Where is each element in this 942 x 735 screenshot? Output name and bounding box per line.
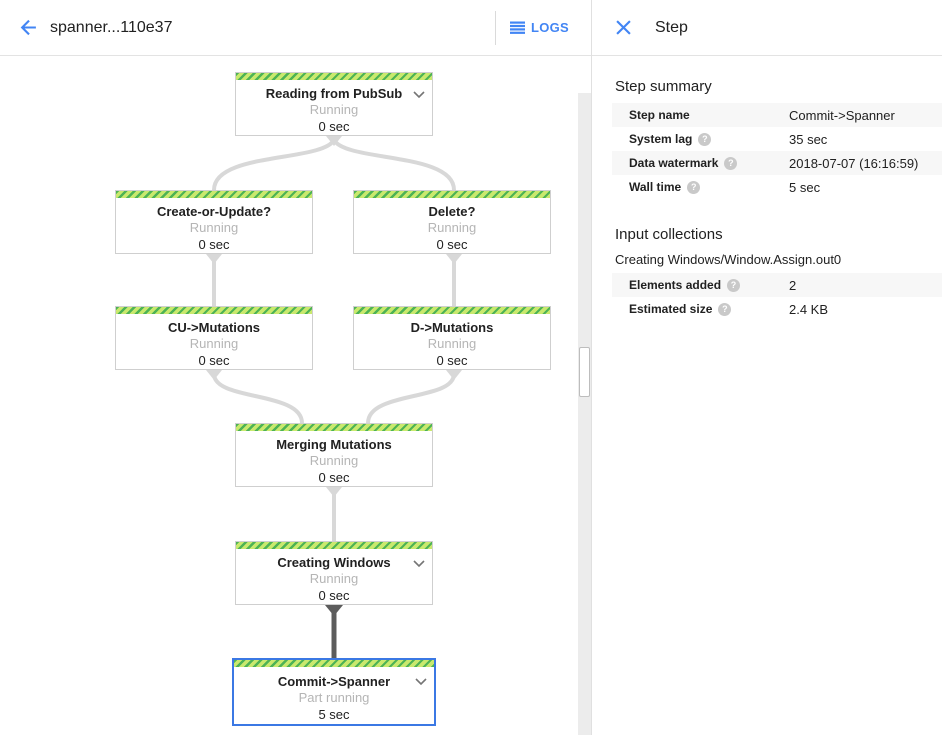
row-value: 2018-07-07 (16:16:59) <box>789 155 919 171</box>
running-stripe <box>354 191 550 198</box>
node-time: 0 sec <box>318 119 350 134</box>
topbar-divider <box>494 10 496 45</box>
back-button[interactable] <box>16 16 40 40</box>
table-row: System lag 35 sec <box>612 127 942 151</box>
row-label: Wall time <box>629 180 789 194</box>
node-time: 0 sec <box>436 353 468 368</box>
node-time: 5 sec <box>318 707 350 722</box>
row-label: Estimated size <box>629 302 789 316</box>
chevron-down-icon[interactable] <box>413 86 425 99</box>
edge-cumutations-to-merging <box>212 373 304 424</box>
table-row: Estimated size 2.4 KB <box>612 297 942 321</box>
logs-button[interactable]: LOGS <box>496 10 591 46</box>
input-collections-heading: Input collections <box>615 226 723 243</box>
node-delete[interactable]: Delete? Running 0 sec <box>353 190 551 254</box>
edge-reading-to-delete <box>332 138 456 191</box>
node-status: Running <box>309 453 359 468</box>
panel-header: Step <box>592 0 942 56</box>
help-icon[interactable] <box>727 278 741 292</box>
running-stripe <box>354 307 550 314</box>
node-title: Create-or-Update? <box>156 204 272 219</box>
node-status: Running <box>189 336 239 351</box>
running-stripe <box>236 424 432 431</box>
collection-name: Creating Windows/Window.Assign.out0 <box>615 252 842 267</box>
close-icon <box>615 20 631 35</box>
help-icon[interactable] <box>718 302 732 316</box>
node-title: CU->Mutations <box>167 320 261 335</box>
node-d-mutations[interactable]: D->Mutations Running 0 sec <box>353 306 551 370</box>
node-title: Commit->Spanner <box>277 674 391 689</box>
node-time: 0 sec <box>198 237 230 252</box>
node-cu-mutations[interactable]: CU->Mutations Running 0 sec <box>115 306 313 370</box>
running-stripe <box>116 191 312 198</box>
panel-title: Step <box>655 18 688 36</box>
node-time: 0 sec <box>318 588 350 603</box>
running-stripe <box>234 660 434 667</box>
back-arrow-icon <box>20 19 36 36</box>
node-commit-spanner[interactable]: Commit->Spanner Part running 5 sec <box>232 658 436 726</box>
node-status: Running <box>309 571 359 586</box>
node-status: Running <box>189 220 239 235</box>
step-details-panel: Step Step summary Step name Commit->Span… <box>591 0 942 735</box>
table-row: Elements added 2 <box>612 273 942 297</box>
node-create-or-update[interactable]: Create-or-Update? Running 0 sec <box>115 190 313 254</box>
step-summary-table: Step name Commit->Spanner System lag 35 … <box>612 103 942 199</box>
node-time: 0 sec <box>198 353 230 368</box>
edge-reading-to-create <box>212 138 336 191</box>
node-creating-windows[interactable]: Creating Windows Running 0 sec <box>235 541 433 605</box>
graph-scrollbar[interactable] <box>578 93 591 735</box>
node-title: Reading from PubSub <box>265 86 403 101</box>
topbar: spanner...110e37 LOGS <box>0 0 591 56</box>
row-label: Step name <box>629 108 690 122</box>
input-collections-table: Elements added 2 Estimated size 2.4 KB <box>612 273 942 321</box>
graph-edges <box>206 136 462 658</box>
node-title: Creating Windows <box>277 555 391 570</box>
logs-button-label: LOGS <box>530 20 569 35</box>
row-value: 35 sec <box>789 131 828 147</box>
close-panel-button[interactable] <box>611 16 635 40</box>
node-title: Merging Mutations <box>276 437 392 452</box>
logs-list-icon <box>509 21 525 34</box>
node-time: 0 sec <box>318 470 350 485</box>
scrollbar-thumb[interactable] <box>579 347 590 397</box>
chevron-down-icon[interactable] <box>413 555 425 568</box>
running-stripe <box>236 542 432 549</box>
node-time: 0 sec <box>436 237 468 252</box>
row-value: Commit->Spanner <box>789 107 895 123</box>
running-stripe <box>236 73 432 80</box>
row-label: Data watermark <box>629 156 789 170</box>
node-title: Delete? <box>428 204 476 219</box>
panel-body: Step summary Step name Commit->Spanner S… <box>592 56 942 321</box>
help-icon[interactable] <box>687 180 701 194</box>
node-status: Running <box>309 102 359 117</box>
node-status: Running <box>427 220 477 235</box>
help-icon[interactable] <box>698 132 712 146</box>
row-value: 2 <box>789 277 797 293</box>
job-graph-canvas[interactable]: Reading from PubSub Running 0 sec Create… <box>0 57 591 735</box>
node-reading-from-pubsub[interactable]: Reading from PubSub Running 0 sec <box>235 72 433 136</box>
row-value: 2.4 KB <box>789 301 829 317</box>
row-value: 5 sec <box>789 179 821 195</box>
node-status: Part running <box>298 690 370 705</box>
node-status: Running <box>427 336 477 351</box>
table-row: Data watermark 2018-07-07 (16:16:59) <box>612 151 942 175</box>
help-icon[interactable] <box>724 156 738 170</box>
row-label: Elements added <box>629 278 789 292</box>
node-title: D->Mutations <box>410 320 494 335</box>
chevron-down-icon[interactable] <box>415 673 427 686</box>
step-summary-heading: Step summary <box>615 78 712 95</box>
table-row: Wall time 5 sec <box>612 175 942 199</box>
running-stripe <box>116 307 312 314</box>
table-row: Step name Commit->Spanner <box>612 103 942 127</box>
row-label: System lag <box>629 132 789 146</box>
edge-dmutations-to-merging <box>366 373 456 424</box>
job-title: spanner...110e37 <box>50 18 173 36</box>
node-merging-mutations[interactable]: Merging Mutations Running 0 sec <box>235 423 433 487</box>
